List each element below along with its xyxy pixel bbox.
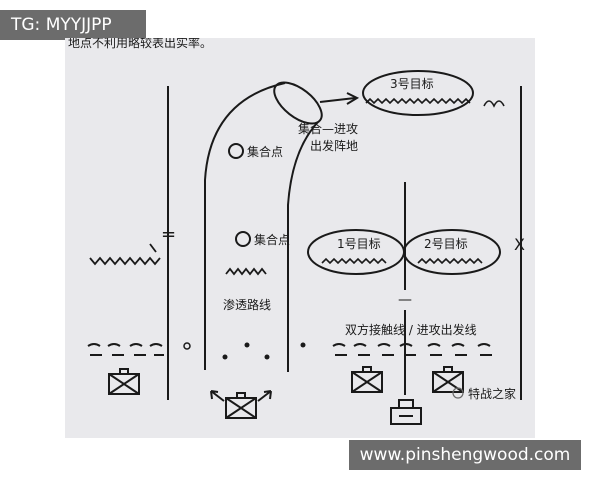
- attack-arrow: [319, 97, 356, 103]
- tactics-diagram: 地点不利用略较表出实率。 = X — 3号目标 集合—进攻: [68, 38, 525, 425]
- contact-line-dots: [183, 342, 306, 360]
- target-1-label: 1号目标: [337, 237, 381, 251]
- friendly-unit-right-2: [432, 366, 464, 393]
- enemy-position-symbol: [89, 243, 161, 266]
- left-boundary-mark: =: [161, 224, 176, 245]
- target-3-label: 3号目标: [390, 77, 434, 91]
- wechat-icon: [452, 387, 464, 399]
- target-3-unit-symbol: [365, 97, 471, 105]
- contact-line-marks: [87, 343, 492, 356]
- friendly-unit-center: [210, 390, 272, 419]
- top-text-fragment: 地点不利用略较表出实率。: [68, 38, 212, 50]
- infiltration-route-outer: [204, 82, 286, 370]
- center-mark: —: [398, 292, 412, 308]
- scanned-diagram: 地点不利用略较表出实率。 = X — 3号目标 集合—进攻: [65, 38, 535, 438]
- target-3-outside-symbol: [483, 100, 505, 108]
- assembly-attack-area: [273, 81, 323, 125]
- assembly-point-1-marker: [228, 143, 244, 159]
- departure-area-label: 出发阵地: [310, 138, 358, 153]
- target-2-unit-symbol: [417, 257, 483, 265]
- friendly-unit-left: [108, 368, 140, 395]
- friendly-unit-right-1: [351, 366, 383, 393]
- channel-watermark: 特战之家: [468, 386, 516, 401]
- infiltration-route-inner: [287, 121, 319, 372]
- assembly-point-1-label: 集合点: [247, 144, 283, 159]
- infiltrating-unit-symbol: [225, 267, 267, 276]
- support-unit: [390, 399, 422, 425]
- target-3-area: [362, 70, 474, 116]
- infiltration-route-label: 渗透路线: [223, 297, 271, 312]
- telegram-watermark: TG: MYYJJPP: [0, 10, 146, 40]
- assembly-point-2-label: 集合点: [254, 232, 290, 247]
- assembly-point-2-marker: [235, 231, 251, 247]
- right-boundary-mark: X: [514, 235, 525, 254]
- attack-arrow-head: [346, 92, 360, 105]
- target-2-area: [403, 229, 501, 275]
- contact-line-label: 双方接触线 / 进攻出发线: [345, 322, 477, 337]
- assembly-attack-label: 集合—进攻: [298, 121, 358, 136]
- target-2-label: 2号目标: [424, 237, 468, 251]
- target-1-unit-symbol: [321, 257, 387, 265]
- website-watermark: www.pinshengwood.com: [349, 440, 581, 470]
